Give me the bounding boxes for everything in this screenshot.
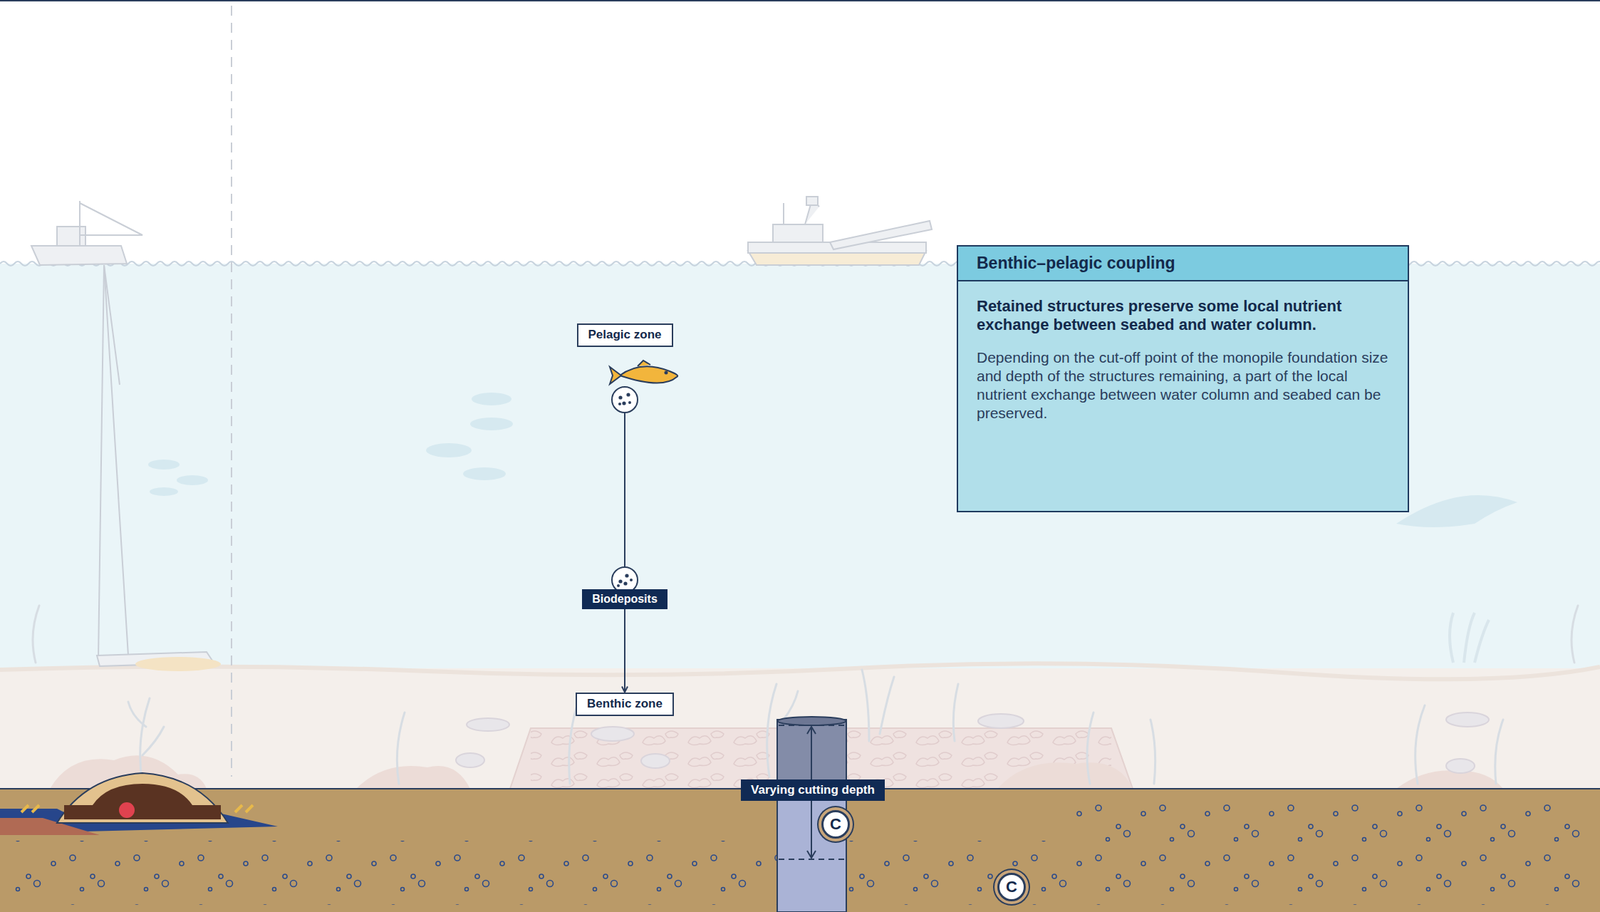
dark-label-box: Biodeposits (582, 589, 668, 610)
dark-label: Varying cutting depth (750, 782, 875, 798)
zone-label: Pelagic zone (588, 327, 662, 342)
zone-label-box: Pelagic zone (577, 323, 674, 347)
panel-body: Depending on the cut-off point of the mo… (958, 334, 1408, 437)
panel-statement: Retained structures preserve some local … (958, 281, 1408, 335)
zone-label-box: Benthic zone (575, 692, 674, 716)
carbon-label: C (829, 816, 842, 833)
carbon-circle: C (997, 872, 1026, 902)
dark-label-box: Varying cutting depth (740, 779, 885, 801)
info-panel: Benthic–pelagic couplingRetained structu… (956, 245, 1410, 513)
dark-label: Biodeposits (591, 591, 658, 606)
carbon-circle: C (821, 809, 850, 839)
flow-arrow (624, 609, 626, 693)
panel-heading: Benthic–pelagic coupling (958, 246, 1408, 282)
carbon-label: C (1005, 879, 1018, 895)
zone-label: Benthic zone (586, 696, 663, 711)
